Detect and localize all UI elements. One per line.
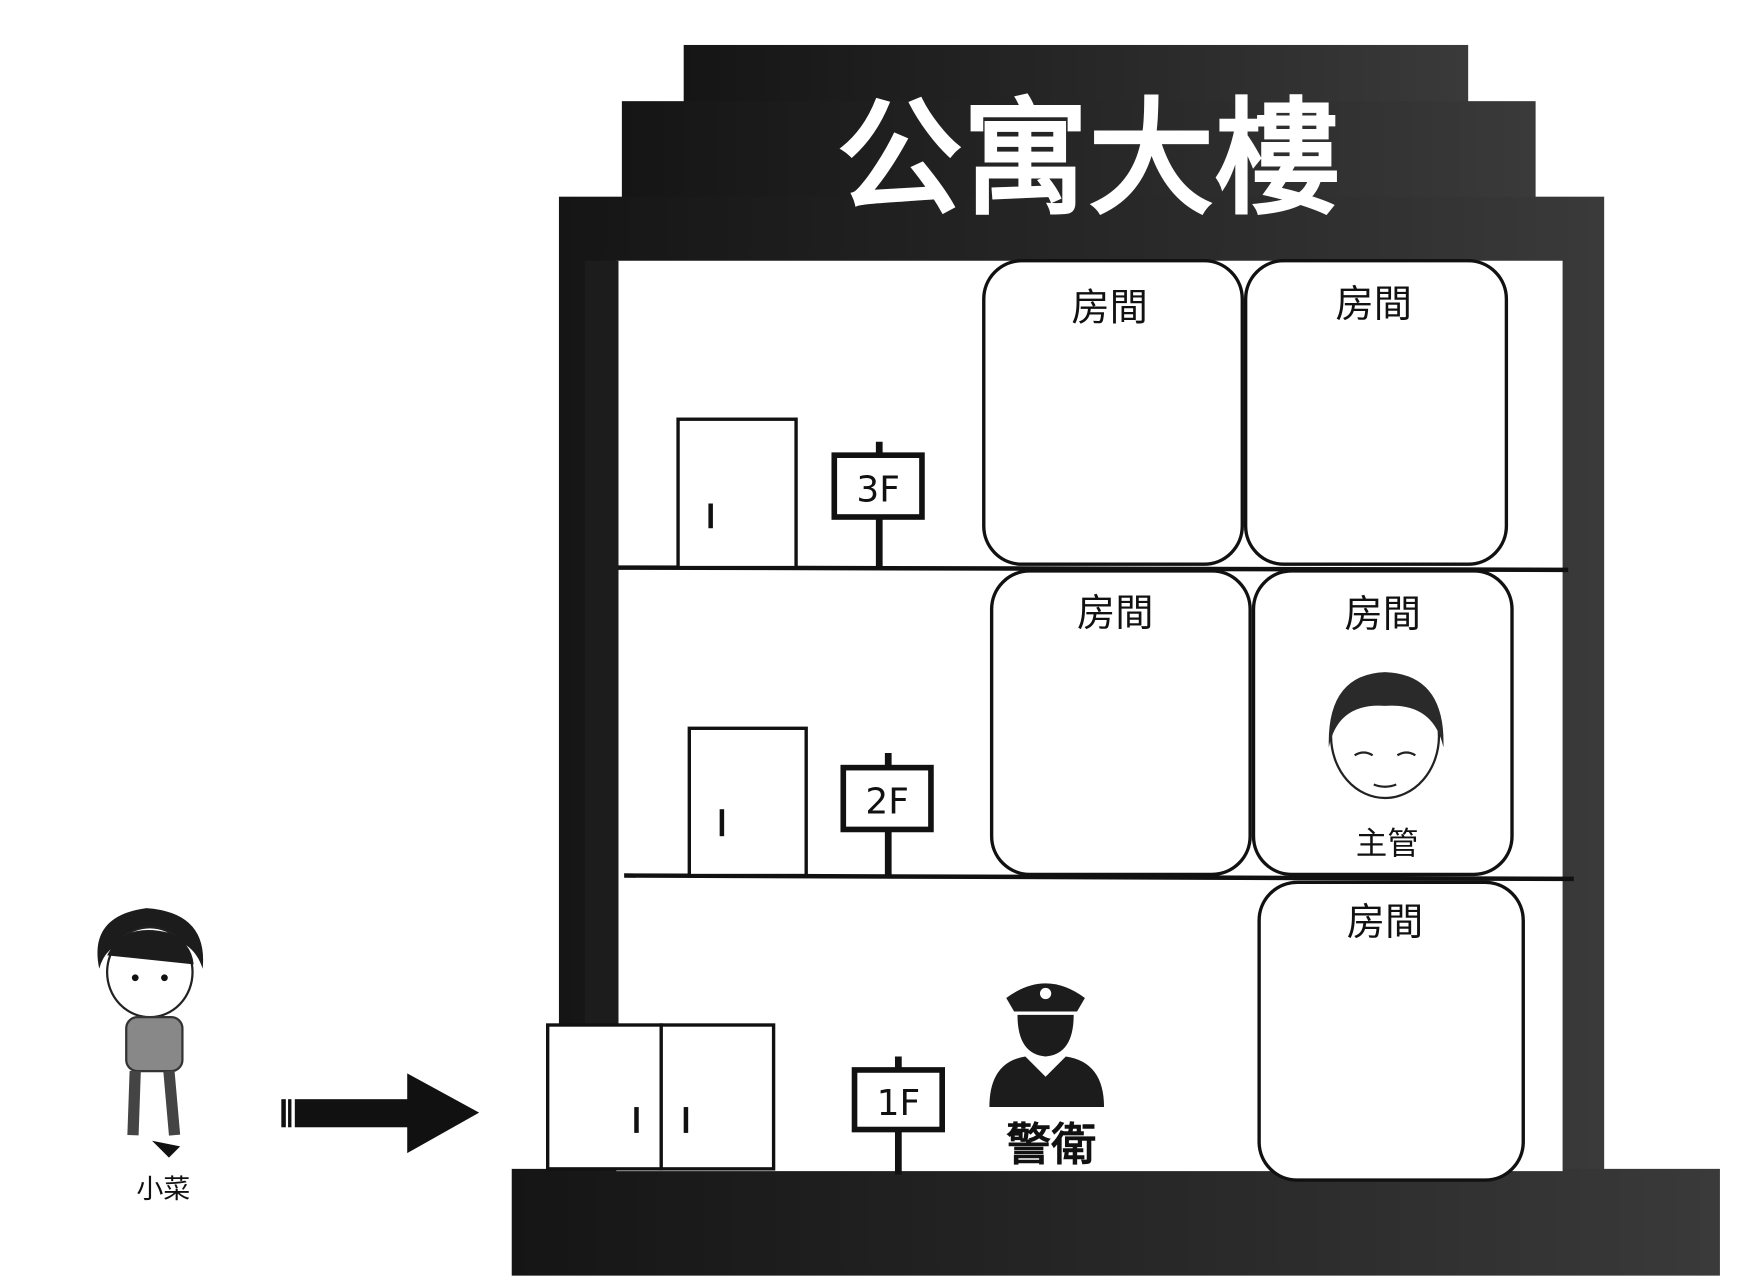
elevator-door-3f: [676, 417, 798, 570]
visitor-label: 小菜: [136, 1174, 190, 1205]
security-guard-icon: [989, 983, 1105, 1108]
visitor-person-icon: [97, 908, 204, 1158]
room-label: 房間: [1336, 283, 1412, 327]
supervisor-face-icon: [1328, 672, 1444, 800]
room-label: 房間: [1345, 593, 1421, 637]
entrance-door-right: [659, 1023, 776, 1171]
entrance-door-left: [546, 1023, 663, 1171]
elevator-door-2f: [687, 726, 808, 878]
floor-sign-2f: 2F: [840, 753, 934, 876]
guard-label: 警衛: [1006, 1118, 1096, 1171]
room-2f-1: [989, 569, 1252, 877]
svg-text:3F: 3F: [856, 469, 900, 510]
room-label: 房間: [1347, 901, 1423, 945]
svg-text:1F: 1F: [877, 1083, 921, 1124]
floor-sign-3f: 3F: [831, 441, 925, 568]
room-1f-1: [1257, 880, 1525, 1182]
building-title: 公寓大樓: [837, 85, 1340, 232]
room-label: 房間: [1077, 592, 1153, 636]
svg-text:2F: 2F: [865, 782, 909, 823]
supervisor-label: 主管: [1356, 826, 1419, 862]
room-label: 房間: [1071, 286, 1147, 330]
arrow-right-icon: [281, 1073, 480, 1154]
floor-sign-1f: 1F: [851, 1056, 945, 1175]
room-3f-1: [982, 259, 1244, 566]
room-3f-2: [1243, 259, 1509, 566]
